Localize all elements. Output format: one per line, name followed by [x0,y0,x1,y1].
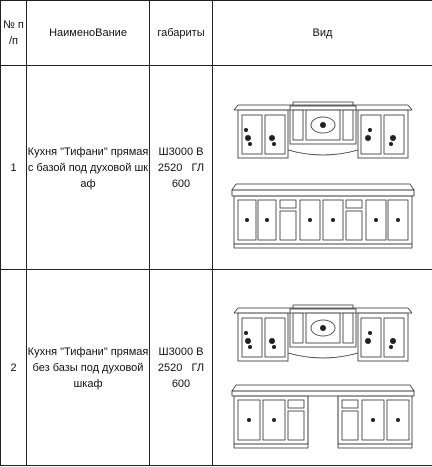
table-row: 2 Кухня "Тифани" прямая без базы под дух… [0,269,432,466]
header-num: № п /п [0,0,27,66]
table-row: 1 Кухня "Тифани" прямая с базой под духо… [0,65,432,270]
kitchen-with-oven-base-drawing [230,101,415,249]
header-name: НаименоВание [26,0,150,66]
header-row: № п /п НаименоВание габариты Вид [0,0,432,66]
header-num-line2: /п [8,35,18,47]
dim-line1: Ш3000 В [158,345,204,358]
dim-line2: 2520 ГЛ [157,161,205,174]
row-dimensions: Ш3000 В 2520 ГЛ 600 [149,65,213,270]
row-number: 1 [0,65,27,270]
header-dimensions: габариты [149,0,213,66]
row-number: 2 [0,269,27,466]
dim-line1: Ш3000 В [158,145,204,158]
row-name: Кухня "Тифани" прямая с базой под духово… [26,65,150,270]
kitchen-without-oven-base-drawing [230,304,415,448]
row-view [212,269,432,466]
dim-line3: 600 [171,177,191,190]
dim-line3: 600 [171,377,191,390]
row-dimensions: Ш3000 В 2520 ГЛ 600 [149,269,213,466]
dim-line2: 2520 ГЛ [157,361,205,374]
header-view: Вид [212,0,432,66]
header-num-line1: № п [3,19,24,31]
row-view [212,65,432,270]
row-name: Кухня "Тифани" прямая без базы под духов… [26,269,150,466]
